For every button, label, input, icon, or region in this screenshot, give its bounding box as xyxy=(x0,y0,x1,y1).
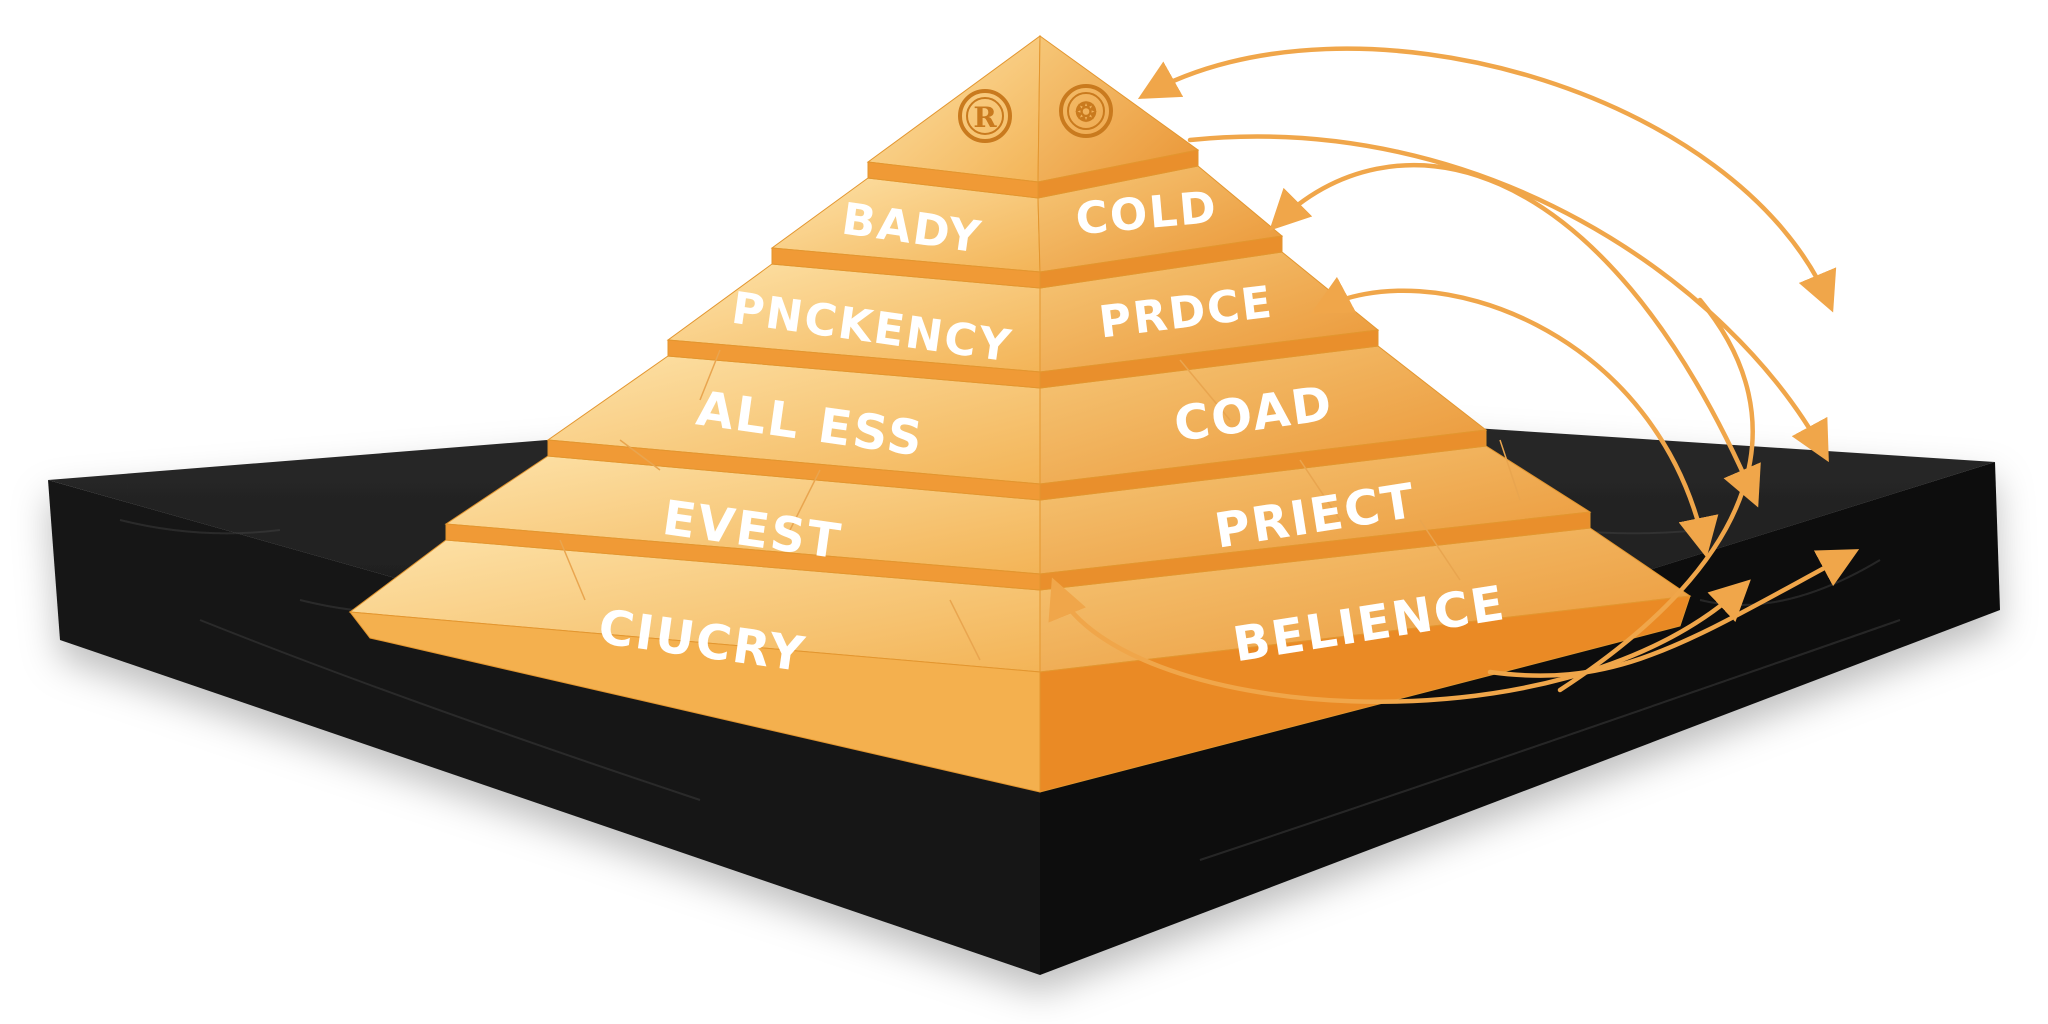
base-texture-line-5 xyxy=(1199,619,1901,861)
arrow-base-loop xyxy=(1048,577,1751,704)
ornate-seal-icon: ❂ xyxy=(1059,84,1113,138)
ornate-seal-glyph: ❂ xyxy=(1074,98,1097,128)
base-texture-line-0 xyxy=(119,519,281,535)
arrow-prdce-loop xyxy=(1310,276,1719,558)
tier-0-left-face xyxy=(866,35,1041,183)
face-crack-4 xyxy=(619,439,661,471)
arrow-side-return xyxy=(1557,297,1755,693)
apex-emblems: R ❂ xyxy=(958,84,1113,143)
base-slab-left-side xyxy=(48,480,1040,975)
arrow-apex-loop xyxy=(1137,46,1837,313)
monogram-seal-icon: R xyxy=(958,89,1012,143)
base-texture-line-4 xyxy=(199,619,701,801)
face-crack-8 xyxy=(699,349,721,401)
base-slab-right-side xyxy=(1040,462,2000,975)
face-crack-2 xyxy=(1179,359,1231,421)
face-crack-1 xyxy=(789,469,821,531)
face-crack-6 xyxy=(949,599,981,661)
face-crack-0 xyxy=(559,539,586,601)
flow-arrows xyxy=(1048,46,1860,704)
arrow-belience-right xyxy=(1487,549,1860,678)
monogram-seal-glyph: R xyxy=(973,101,997,134)
